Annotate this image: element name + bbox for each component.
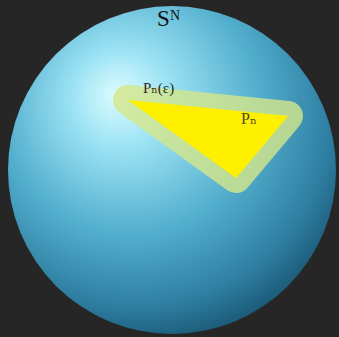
polytope-region: Pₙ	[128, 100, 288, 178]
polytope-region-outline	[128, 100, 288, 178]
region-label: Pₙ(ε)	[143, 81, 174, 96]
sphere-region: SᴺPₙ(ε) Pₙ	[7, 5, 337, 335]
space-label: Sᴺ	[157, 7, 180, 30]
region-label: Pₙ	[241, 111, 257, 127]
sphere-region-outline	[7, 5, 337, 335]
sphere	[8, 6, 336, 334]
neighbourhood-band: Pₙ(ε) Pₙ	[100, 80, 305, 195]
epsilon-band	[128, 100, 288, 178]
yellow-region	[128, 100, 288, 178]
